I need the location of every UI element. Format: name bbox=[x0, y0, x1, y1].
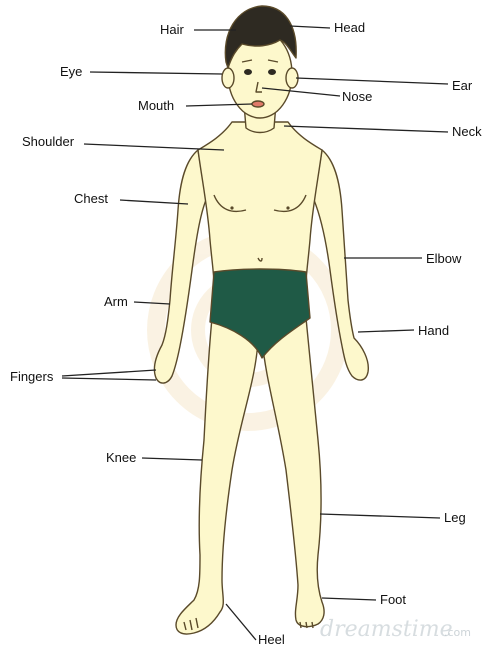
mouth-shape bbox=[252, 101, 264, 107]
line-heel bbox=[226, 604, 256, 640]
label-chest: Chest bbox=[74, 191, 108, 206]
right-eye bbox=[268, 69, 276, 75]
label-nose: Nose bbox=[342, 89, 372, 104]
label-heel: Heel bbox=[258, 632, 285, 647]
line-knee bbox=[142, 458, 202, 460]
label-hair: Hair bbox=[160, 22, 185, 37]
left-eye bbox=[244, 69, 252, 75]
line-chest bbox=[120, 200, 188, 204]
line-leg bbox=[320, 514, 440, 518]
watermark-main: dreamstime bbox=[320, 617, 453, 642]
watermark: dreamstime .com bbox=[320, 617, 471, 642]
right-leg bbox=[262, 318, 324, 627]
label-elbow: Elbow bbox=[426, 251, 462, 266]
line-eye bbox=[90, 72, 222, 74]
line-neck bbox=[284, 126, 448, 132]
label-foot: Foot bbox=[380, 592, 406, 607]
label-mouth: Mouth bbox=[138, 98, 174, 113]
line-hand bbox=[358, 330, 414, 332]
label-neck: Neck bbox=[452, 124, 482, 139]
label-fingers: Fingers bbox=[10, 369, 54, 384]
label-arm: Arm bbox=[104, 294, 128, 309]
left-leg bbox=[176, 318, 258, 634]
line-ear bbox=[296, 78, 448, 84]
label-head: Head bbox=[334, 20, 365, 35]
line-fingers-1 bbox=[62, 370, 156, 376]
watermark-suffix: .com bbox=[444, 626, 471, 639]
label-eye: Eye bbox=[60, 64, 82, 79]
line-fingers-2 bbox=[62, 378, 156, 380]
label-leg: Leg bbox=[444, 510, 466, 525]
label-ear: Ear bbox=[452, 78, 473, 93]
left-ear bbox=[222, 68, 234, 88]
line-head bbox=[290, 26, 330, 28]
label-knee: Knee bbox=[106, 450, 136, 465]
label-shoulder: Shoulder bbox=[22, 134, 75, 149]
label-hand: Hand bbox=[418, 323, 449, 338]
line-foot bbox=[322, 598, 376, 600]
